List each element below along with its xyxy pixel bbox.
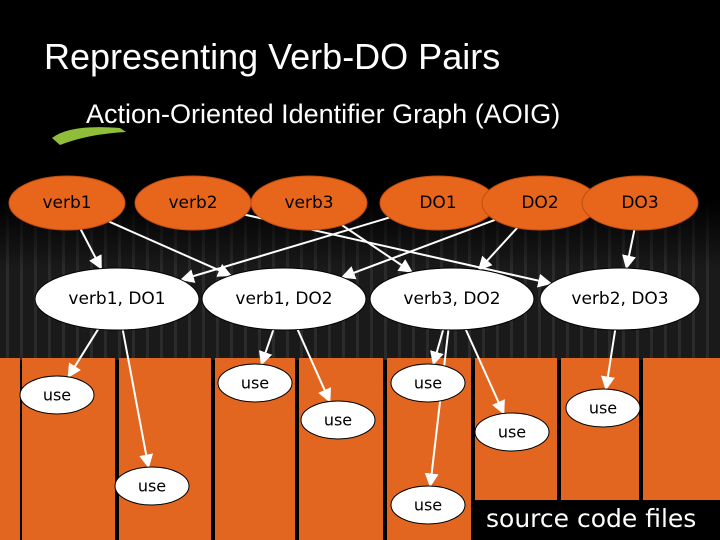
file-block <box>643 358 720 500</box>
top-node-label: DO3 <box>621 193 658 213</box>
pair-node-label: verb2, DO3 <box>571 289 668 309</box>
pair-node-p32: verb3, DO2 <box>370 268 534 330</box>
file-block <box>299 358 383 540</box>
use-node-label: use <box>414 496 442 515</box>
use-node-label: use <box>414 374 442 393</box>
top-node-label: DO1 <box>419 193 456 213</box>
top-node-DO1: DO1 <box>380 176 496 230</box>
top-node-verb2: verb2 <box>135 176 251 230</box>
pair-node-p12: verb1, DO2 <box>202 268 366 330</box>
top-node-DO3: DO3 <box>582 176 698 230</box>
top-node-label: verb3 <box>284 193 333 213</box>
use-node-u2: use <box>218 364 292 402</box>
slide-title: Representing Verb-DO Pairs <box>44 36 500 78</box>
top-node-label: DO2 <box>521 193 558 213</box>
use-node-label: use <box>498 423 526 442</box>
use-node-u3: use <box>301 401 375 439</box>
top-node-verb3: verb3 <box>251 176 367 230</box>
pair-node-label: verb3, DO2 <box>403 289 500 309</box>
use-node-label: use <box>43 386 71 405</box>
top-node-verb1: verb1 <box>9 176 125 230</box>
pair-node-label: verb1, DO1 <box>68 289 165 309</box>
top-node-label: verb1 <box>42 193 91 213</box>
use-node-u5: use <box>115 467 189 505</box>
pair-node-label: verb1, DO2 <box>235 289 332 309</box>
source-code-files-caption: source code files <box>486 504 696 533</box>
use-node-label: use <box>589 399 617 418</box>
use-node-u8: use <box>566 389 640 427</box>
use-node-label: use <box>138 477 166 496</box>
pair-node-p23: verb2, DO3 <box>540 268 700 330</box>
file-block <box>561 358 639 500</box>
file-block <box>0 358 20 540</box>
top-node-DO2: DO2 <box>482 176 598 230</box>
slide-subtitle: Action-Oriented Identifier Graph (AOIG) <box>86 99 560 130</box>
pair-node-p11: verb1, DO1 <box>35 268 199 330</box>
use-node-label: use <box>241 374 269 393</box>
use-node-u4: use <box>391 364 465 402</box>
use-node-u7: use <box>475 413 549 451</box>
use-node-label: use <box>324 411 352 430</box>
use-node-u6: use <box>391 486 465 524</box>
use-node-u1: use <box>20 376 94 414</box>
top-node-label: verb2 <box>168 193 217 213</box>
